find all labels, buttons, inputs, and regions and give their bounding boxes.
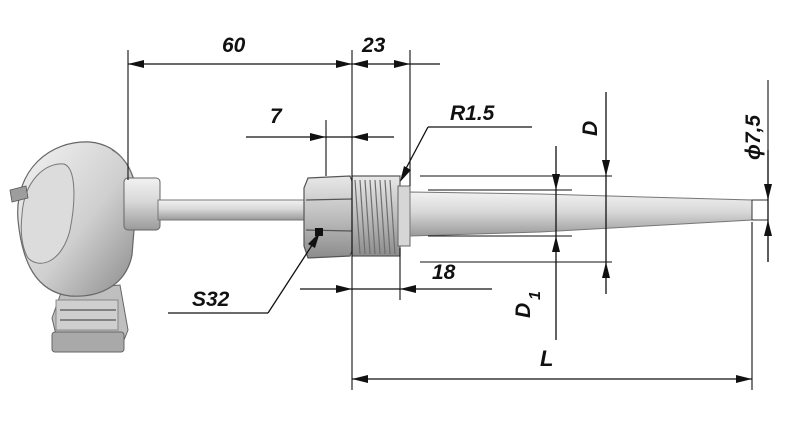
threaded-fitting: [351, 175, 411, 257]
dimension-L: L: [352, 346, 752, 383]
dimension-60: 60: [128, 34, 352, 68]
dimension-60-label: 60: [222, 34, 246, 57]
connection-head: [9, 141, 161, 353]
dimension-tip-diameter: ϕ7,5: [742, 115, 772, 262]
dimension-L-label: L: [540, 346, 553, 371]
dimension-7-label: 7: [270, 105, 283, 128]
radius-label: R1.5: [450, 102, 495, 125]
hex-size-callout: S32: [168, 232, 320, 314]
dimension-18-label: 18: [432, 261, 456, 284]
dimension-7: 7: [246, 105, 394, 141]
dimension-D1: D 1: [512, 146, 560, 340]
dimension-23-label: 23: [361, 34, 386, 57]
dimension-23: 23: [352, 34, 440, 68]
protective-sheath: [409, 191, 769, 237]
dimension-D: D: [579, 92, 610, 294]
dimension-D-label: D: [579, 121, 602, 136]
tip-diameter-label: ϕ7,5: [742, 115, 765, 160]
radius-callout: R1.5: [400, 102, 532, 182]
dimension-D1-label: D: [512, 303, 535, 318]
dimension-18: 18: [300, 261, 492, 293]
extension-tube: [157, 199, 311, 221]
dimension-D1-subscript: 1: [527, 291, 544, 300]
hex-size-label: S32: [192, 288, 230, 311]
